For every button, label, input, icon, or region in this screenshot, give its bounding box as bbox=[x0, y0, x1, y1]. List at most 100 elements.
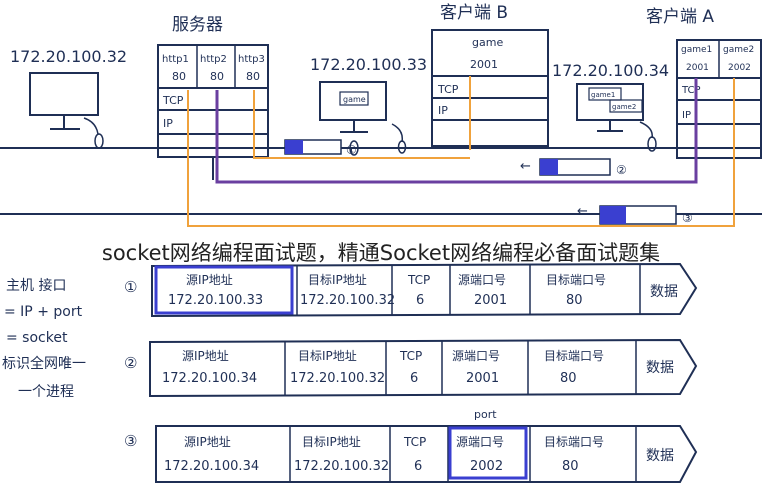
packet-3-proto: 6 bbox=[414, 459, 422, 474]
packet-1-proto-header: TCP bbox=[407, 273, 430, 287]
packet-1-data: 数据 bbox=[650, 284, 678, 300]
packet-1-dst-port-header: 目标端口号 bbox=[546, 273, 606, 287]
client-b-ip-layer-label: IP bbox=[438, 104, 448, 117]
packet-3-src-ip-header: 源IP地址 bbox=[184, 435, 231, 449]
flow-path-2 bbox=[215, 78, 698, 184]
packet-2-dst-ip: 172.20.100.32 bbox=[290, 371, 385, 386]
packet-2-index: ② bbox=[124, 354, 137, 372]
packet-3-dst-port: 80 bbox=[562, 459, 579, 474]
client-a-app-window-2 bbox=[609, 99, 643, 113]
client-b-screen-label: game bbox=[343, 95, 366, 104]
packet-1-proto: 6 bbox=[416, 293, 424, 308]
packet-1-src-port: 2001 bbox=[474, 293, 507, 308]
packet-3-src-port-header: 源端口号 bbox=[456, 435, 504, 449]
server-ip-label: 172.20.100.32 bbox=[10, 47, 127, 66]
server-port-3-port: 80 bbox=[246, 70, 260, 83]
client-a-app-2-name: game2 bbox=[723, 45, 754, 55]
flow-arrow-3: ← bbox=[577, 204, 588, 219]
flow-arrow-2: ← bbox=[520, 159, 531, 174]
packet-1-src-ip-header: 源IP地址 bbox=[186, 273, 233, 287]
packet-3-data: 数据 bbox=[646, 448, 674, 464]
packet-1-highlight bbox=[154, 265, 294, 315]
packet-3-dst-ip-header: 目标IP地址 bbox=[302, 435, 361, 449]
packet-2-frame bbox=[149, 338, 698, 398]
packet-3-src-ip: 172.20.100.34 bbox=[164, 459, 259, 474]
packet-3-index: ③ bbox=[124, 432, 137, 450]
packet-2-proto-header: TCP bbox=[399, 349, 422, 363]
client-a-mouse-icon bbox=[647, 136, 657, 152]
packet-1-index: ① bbox=[124, 278, 137, 296]
note-line-4: 标识全网唯一 bbox=[2, 355, 86, 372]
packet-1-dst-ip-header: 目标IP地址 bbox=[308, 273, 367, 287]
packet-2-dst-port-header: 目标端口号 bbox=[544, 349, 604, 363]
flow-path-1 bbox=[253, 90, 470, 159]
packet-1-dst-port: 80 bbox=[566, 293, 583, 308]
client-b-tcp-label: TCP bbox=[437, 83, 459, 96]
server-port-2-port: 80 bbox=[210, 70, 224, 83]
client-a-tcp-label: TCP bbox=[681, 85, 701, 96]
flow-path-3 bbox=[187, 90, 735, 227]
packet-3-src-port: 2002 bbox=[470, 459, 503, 474]
note-line-5: 一个进程 bbox=[18, 384, 74, 400]
server-port-1-port: 80 bbox=[172, 70, 186, 83]
server-mouse-cable bbox=[83, 117, 99, 135]
client-b-title: 客户端 B bbox=[440, 3, 508, 23]
flow-marker-3: ③ bbox=[682, 211, 693, 225]
client-b-ip-label: 172.20.100.33 bbox=[310, 55, 427, 74]
packet-3-dst-ip: 172.20.100.32 bbox=[294, 459, 389, 474]
server-title: 服务器 bbox=[172, 15, 223, 35]
packet-2-dst-ip-header: 目标IP地址 bbox=[298, 349, 357, 363]
server-mouse-icon bbox=[94, 133, 104, 149]
packet-3-dst-port-header: 目标端口号 bbox=[544, 435, 604, 449]
packet-indicator-3-fill bbox=[600, 206, 626, 224]
client-a-title: 客户端 A bbox=[646, 7, 714, 27]
note-line-3: = socket bbox=[6, 330, 68, 346]
client-a-ip-label: 172.20.100.34 bbox=[552, 61, 669, 80]
packet-2-data: 数据 bbox=[646, 360, 674, 376]
client-b-app-window bbox=[339, 91, 369, 106]
packet-2-src-port: 2001 bbox=[466, 371, 499, 386]
packet-3-frame bbox=[155, 425, 698, 483]
packet-indicator-2-fill bbox=[540, 159, 558, 175]
server-ip-layer-label: IP bbox=[163, 117, 173, 130]
client-a-screen-label-2: game2 bbox=[612, 103, 636, 111]
packet-1-src-ip: 172.20.100.33 bbox=[168, 293, 263, 308]
client-a-mouse-cable bbox=[639, 121, 653, 139]
packet-1-frame bbox=[151, 262, 698, 318]
client-b-mouse-icon bbox=[349, 140, 359, 156]
packet-2-proto: 6 bbox=[410, 371, 418, 386]
server-port-3-proto: http3 bbox=[238, 54, 265, 65]
port-note: port bbox=[474, 408, 497, 421]
note-line-2: = IP + port bbox=[4, 304, 83, 320]
packet-indicator-1-fill bbox=[285, 140, 303, 154]
client-b-mouse-cable bbox=[391, 123, 404, 143]
packet-2-src-ip-header: 源IP地址 bbox=[182, 349, 229, 363]
packet-2-src-ip: 172.20.100.34 bbox=[162, 371, 257, 386]
flow-marker-2: ② bbox=[616, 163, 627, 177]
client-a-app-1-port: 2001 bbox=[686, 63, 709, 73]
page-caption: socket网络编程面试题，精通Socket网络编程必备面试题集 bbox=[102, 241, 660, 265]
packet-3-proto-header: TCP bbox=[403, 435, 426, 449]
client-a-app-window-1 bbox=[588, 87, 622, 101]
client-b-stack bbox=[431, 29, 549, 147]
client-b-mouse-icon-2 bbox=[397, 140, 407, 154]
flow-marker-1: ① bbox=[346, 143, 357, 157]
packet-1-dst-ip: 172.20.100.32 bbox=[300, 293, 395, 308]
client-a-app-2-port: 2002 bbox=[728, 63, 751, 73]
server-port-2-proto: http2 bbox=[200, 54, 227, 65]
packet-1-src-port-header: 源端口号 bbox=[458, 273, 506, 287]
client-b-app-name: game bbox=[472, 36, 503, 49]
client-a-app-1-name: game1 bbox=[681, 45, 712, 55]
client-a-ip-layer-label: IP bbox=[682, 110, 691, 121]
server-monitor bbox=[29, 72, 99, 116]
packet-2-src-port-header: 源端口号 bbox=[452, 349, 500, 363]
server-tcp-label: TCP bbox=[162, 94, 184, 107]
packet-2-dst-port: 80 bbox=[560, 371, 577, 386]
client-b-app-port: 2001 bbox=[470, 58, 498, 71]
packet-3-highlight bbox=[448, 426, 528, 480]
client-a-screen-label-1: game1 bbox=[591, 91, 615, 99]
note-line-1: 主机 接口 bbox=[6, 277, 66, 294]
server-port-1-proto: http1 bbox=[162, 54, 189, 65]
